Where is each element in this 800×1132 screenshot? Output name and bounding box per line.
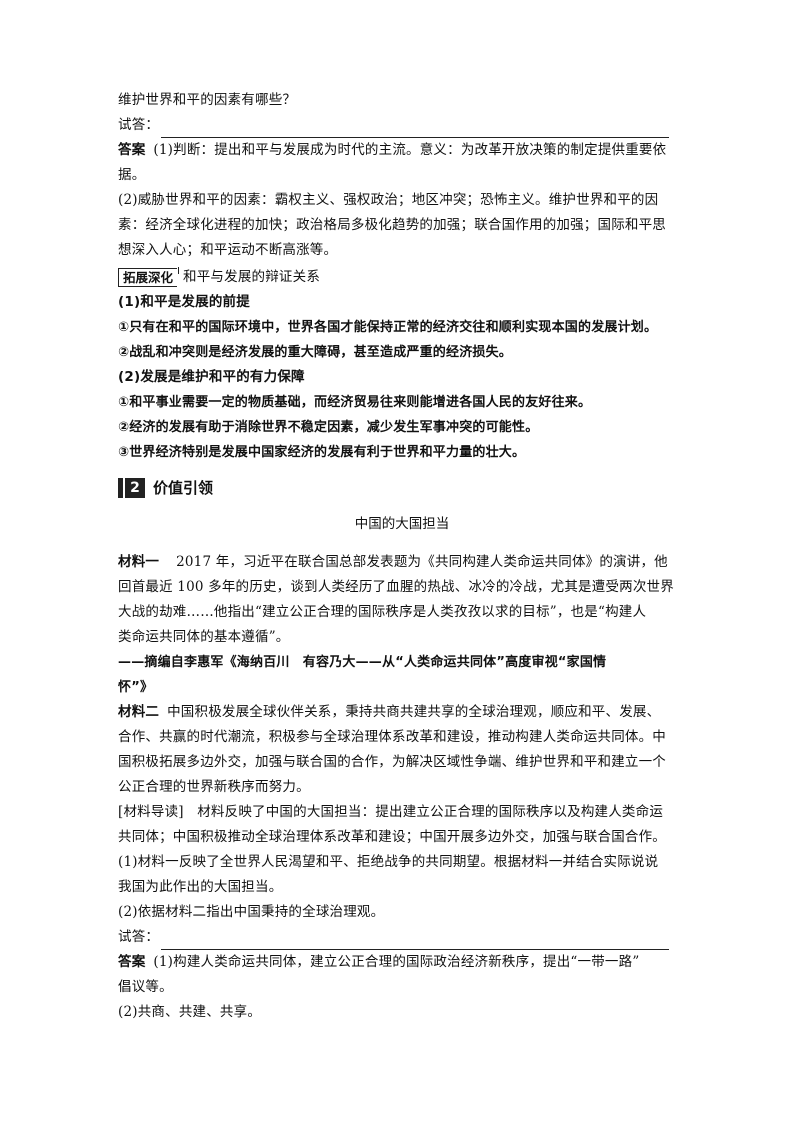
expand-item: ①和平事业需要一定的物质基础，而经济贸易往来则能增进各国人民的友好往来。 [118, 395, 592, 410]
answer-blank-2[interactable]: 试答： [118, 925, 686, 950]
answer-label: 答案 [118, 954, 146, 970]
guide-label: [材料导读] [118, 804, 184, 820]
question-1-line: (1)材料一反映了全世界人民渴望和平、拒绝战争的共同期望。根据材料一并结合实际说… [118, 854, 659, 870]
material-2-line: 国积极拓展多边外交，加强与联合国的合作，为解决区域性争端、维护世界和平和建立一个 [118, 754, 666, 770]
material-2-line: 公正合理的世界新秩序而努力。 [118, 779, 310, 795]
section-bar [118, 477, 123, 498]
answer-underline [161, 121, 670, 138]
material-2-line: 合作、共赢的时代潮流，积极参与全球治理体系改革和建设，推动构建人类命运共同体。中 [118, 729, 666, 745]
expand-heading: 拓展深化 和平与发展的辩证关系 [118, 265, 686, 290]
material-1-line: 大战的劫难……他指出“建立公正合理的国际秩序是人类孜孜以求的目标”，也是“构建人 [118, 604, 647, 620]
material-1-line: 类命运共同体的基本遵循”。 [118, 629, 290, 645]
expand-title: 和平与发展的辩证关系 [183, 269, 321, 285]
answer-2-line: (2)共商、共建、共享。 [118, 1004, 262, 1020]
answer-blank-1[interactable]: 试答： [118, 113, 686, 138]
answer-prompt: 试答： [118, 117, 160, 133]
expand-subheading: (1)和平是发展的前提 [118, 294, 250, 310]
guide-line: [材料导读] 材料反映了中国的大国担当：提出建立公正合理的国际秩序以及构建人类命… [118, 804, 664, 820]
question-2-line: (2)依据材料二指出中国秉持的全球治理观。 [118, 904, 385, 920]
question-1-line: 我国为此作出的大国担当。 [118, 879, 283, 895]
answer-prompt: 试答： [118, 929, 160, 945]
material-source: 怀”》 [118, 680, 154, 695]
expand-item: ①只有在和平的国际环境中，世界各国才能保持正常的经济交往和顺利实现本国的发展计划… [118, 320, 658, 335]
expand-subheading: (2)发展是维护和平的有力保障 [118, 369, 305, 385]
expand-tag: 拓展深化 [118, 267, 180, 287]
answer-paragraph-1: 答案(1)判断：提出和平与发展成为时代的主流。意义：为改革开放决策的制定提供重要… [118, 142, 667, 158]
material-1-line: 回首最近 100 多年的历史，谈到人类经历了血腥的热战、冰冷的冷战，尤其是遭受两… [118, 579, 674, 595]
section-number: 2 [125, 477, 145, 498]
document-page: 维护世界和平的因素有哪些？ 试答： 答案(1)判断：提出和平与发展成为时代的主流… [118, 88, 686, 1025]
material-2-label: 材料二 [118, 704, 160, 720]
answer-line: (2)威胁世界和平的因素：霸权主义、强权政治；地区冲突；恐怖主义。维护世界和平的… [118, 192, 659, 208]
material-1-line: 材料一 2017 年，习近平在联合国总部发表题为《共同构建人类命运共同体》的演讲… [118, 554, 668, 570]
answer-underline [161, 933, 670, 950]
answer-line: 据。 [118, 167, 146, 183]
section-header: 2 价值引领 [118, 477, 686, 498]
expand-item: ②战乱和冲突则是经济发展的重大障碍，甚至造成严重的经济损失。 [118, 345, 513, 360]
material-1-label: 材料一 [118, 554, 160, 570]
material-title: 中国的大国担当 [354, 515, 450, 532]
answer-line: 想深入人心；和平运动不断高涨等。 [118, 242, 338, 258]
question-line: 维护世界和平的因素有哪些？ [118, 92, 297, 108]
guide-line: 共同体；中国积极推动全球治理体系改革和建设；中国开展多边外交，加强与联合国合作。 [118, 829, 666, 845]
answer-2-line: 倡议等。 [118, 979, 173, 995]
material-2-line: 材料二中国积极发展全球伙伴关系，秉持共商共建共享的全球治理观，顺应和平、发展、 [118, 704, 661, 720]
answer-label: 答案 [118, 142, 146, 158]
expand-item: ③世界经济特别是发展中国家经济的发展有利于世界和平力量的壮大。 [118, 445, 526, 460]
section-title: 价值引领 [153, 479, 214, 497]
expand-item: ②经济的发展有助于消除世界不稳定因素，减少发生军事冲突的可能性。 [118, 420, 539, 435]
answer-line: 素：经济全球化进程的加快；政治格局多极化趋势的加强；联合国作用的加强；国际和平思 [118, 217, 666, 233]
answer-2-line: 答案(1)构建人类命运共同体，建立公正合理的国际政治经济新秩序，提出“一带一路” [118, 954, 640, 970]
material-source: ——摘编自李惠军《海纳百川 有容乃大——从“人类命运共同体”高度审视“家国情 [118, 655, 607, 670]
